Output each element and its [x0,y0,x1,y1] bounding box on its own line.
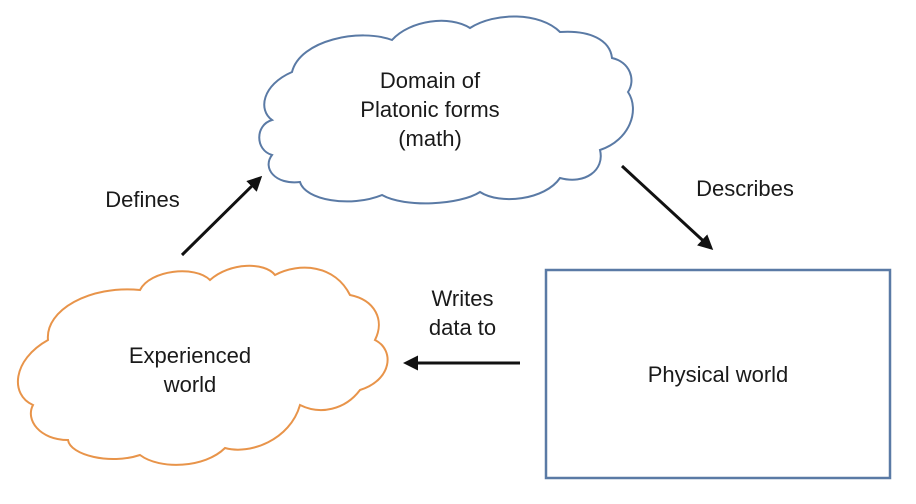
describes-label: Describes [696,176,794,201]
platonic-forms-label: Domain of Platonic forms (math) [330,66,530,153]
platonic-forms-cloud [258,15,634,205]
platonic-line-1: Domain of [379,68,481,93]
physical-world-box [544,268,892,480]
writes-line-2: data to [428,315,497,340]
experienced-world-label: Experienced world [90,341,290,399]
defines-arrow [180,175,263,257]
writes-data-label: Writes data to [400,284,525,342]
physical-world-label: Physical world [647,362,789,387]
platonic-line-2: Platonic forms [360,97,500,122]
describes-arrow [620,164,714,251]
defines-label: Defines [105,187,180,212]
experienced-world-cloud [16,264,389,466]
writes-line-1: Writes [431,286,494,311]
experienced-line-2: world [163,372,217,397]
platonic-line-3: (math) [398,126,462,151]
experienced-line-1: Experienced [128,343,252,368]
